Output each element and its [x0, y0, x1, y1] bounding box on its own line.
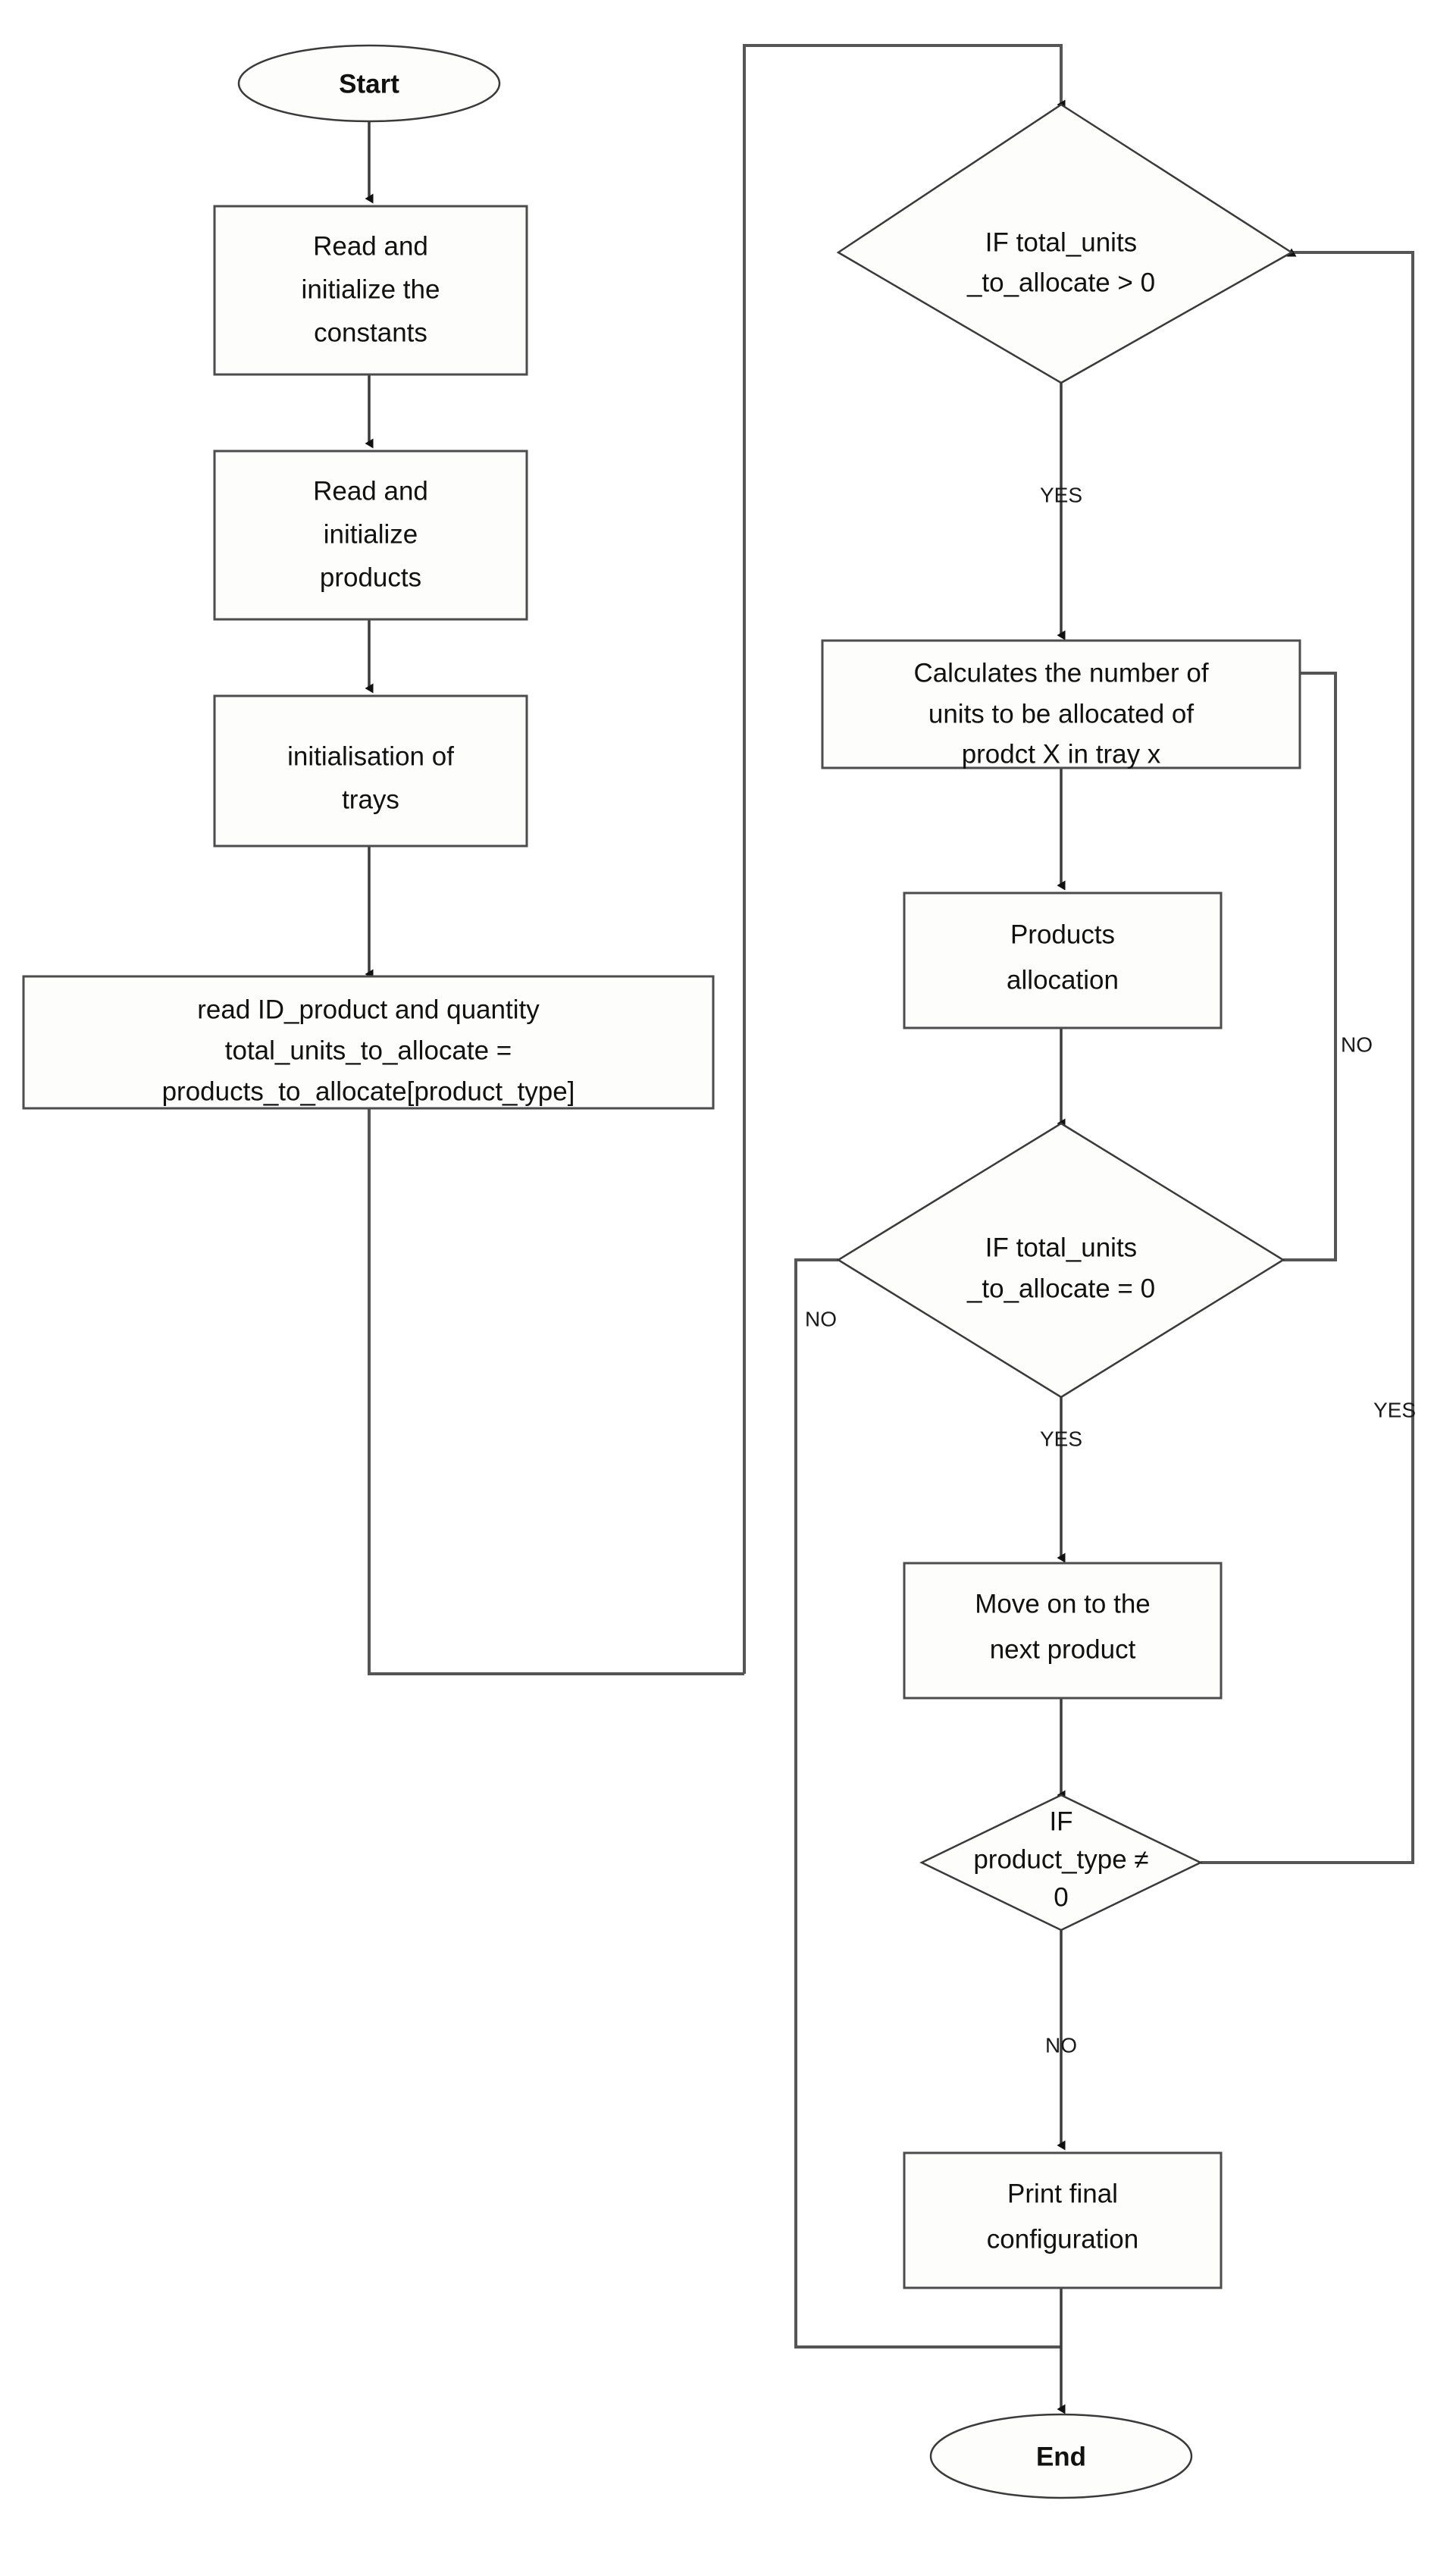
read-id-product-line1: read ID_product and quantity: [197, 995, 540, 1024]
decision-units-gt0-shape: [836, 103, 1294, 384]
init-trays-line2: trays: [342, 785, 399, 814]
edge-label-product-type-no: NO: [1045, 2033, 1077, 2057]
print-final-box: [903, 2151, 1223, 2289]
edge-label-units-eq0-yes: YES: [1040, 1427, 1082, 1450]
node-decision-units-eq0[interactable]: IF total_units _to_allocate = 0: [836, 1122, 1285, 1399]
read-constants-line1: Read and: [313, 231, 428, 261]
decision-units-gt0-line1: IF total_units: [985, 227, 1137, 257]
edge-decision-product-type-yes: [1201, 248, 1414, 1864]
move-next-product-line1: Move on to the: [975, 1589, 1151, 1618]
node-init-trays[interactable]: initialisation of trays: [213, 694, 528, 848]
start-terminator-shape: [237, 44, 501, 123]
products-allocation-box: [903, 891, 1223, 1029]
move-next-product-box: [903, 1562, 1223, 1700]
node-read-products[interactable]: Read and initialize products: [213, 450, 528, 621]
decision-product-type-line2: product_type ≠: [973, 1844, 1148, 1874]
node-start[interactable]: Start: [237, 44, 501, 123]
read-constants-box: [213, 205, 528, 376]
print-final-line1: Print final: [1007, 2179, 1118, 2208]
init-trays-box: [213, 694, 528, 848]
edge-read-id-product-to-decision-units-gt0: [368, 44, 1066, 1675]
init-trays-line1: initialisation of: [287, 741, 454, 771]
read-products-line2: initialize: [324, 519, 418, 549]
read-id-product-line3: products_to_allocate[product_type]: [162, 1076, 575, 1106]
node-read-constants[interactable]: Read and initialize the constants: [213, 205, 528, 376]
node-decision-units-gt0[interactable]: IF total_units _to_allocate > 0: [836, 103, 1294, 384]
decision-product-type-line1: IF: [1049, 1806, 1072, 1836]
read-id-product-line2: total_units_to_allocate =: [225, 1036, 512, 1065]
node-read-id-product[interactable]: read ID_product and quantity total_units…: [22, 975, 715, 1110]
decision-product-type-shape: [919, 1794, 1203, 1932]
node-calculate-units[interactable]: Calculates the number of units to be all…: [821, 639, 1301, 769]
edge-label-units-gt0-yes: YES: [1040, 483, 1082, 506]
read-products-box: [213, 450, 528, 621]
edge-label-units-gt0-no: NO: [1341, 1032, 1373, 1056]
end-label: End: [1036, 2442, 1086, 2471]
node-products-allocation[interactable]: Products allocation: [903, 891, 1223, 1029]
calculate-units-line3: prodct X in tray x: [962, 739, 1161, 769]
decision-units-gt0-line2: _to_allocate > 0: [966, 268, 1155, 297]
calculate-units-line2: units to be allocated of: [928, 699, 1195, 729]
edge-decision-units-eq0-left-rail: [794, 1258, 1061, 2348]
decision-units-eq0-line2: _to_allocate = 0: [966, 1274, 1155, 1303]
start-label: Start: [339, 69, 399, 99]
read-constants-line3: constants: [314, 318, 427, 347]
read-products-line1: Read and: [313, 476, 428, 506]
read-products-line3: products: [320, 562, 421, 592]
read-id-product-box: [22, 975, 715, 1110]
node-decision-product-type[interactable]: IF product_type ≠ 0: [919, 1794, 1203, 1932]
decision-product-type-line3: 0: [1054, 1882, 1068, 1912]
edge-decision-units-eq0-no: [1283, 669, 1337, 1261]
decision-units-eq0-shape: [836, 1122, 1285, 1399]
node-move-next-product[interactable]: Move on to the next product: [903, 1562, 1223, 1700]
move-next-product-line2: next product: [990, 1634, 1136, 1664]
calculate-units-box: [821, 639, 1301, 769]
products-allocation-line1: Products: [1010, 920, 1115, 949]
node-print-final[interactable]: Print final configuration: [903, 2151, 1223, 2289]
node-end[interactable]: End: [929, 2413, 1193, 2499]
end-terminator-shape: [929, 2413, 1193, 2499]
calculate-units-line1: Calculates the number of: [913, 658, 1208, 688]
read-constants-line2: initialize the: [302, 274, 440, 304]
print-final-line2: configuration: [987, 2224, 1138, 2254]
decision-units-eq0-line1: IF total_units: [985, 1233, 1137, 1262]
edge-label-units-eq0-no: NO: [805, 1307, 837, 1330]
products-allocation-line2: allocation: [1007, 965, 1119, 995]
edge-label-product-type-yes: YES: [1373, 1398, 1416, 1421]
